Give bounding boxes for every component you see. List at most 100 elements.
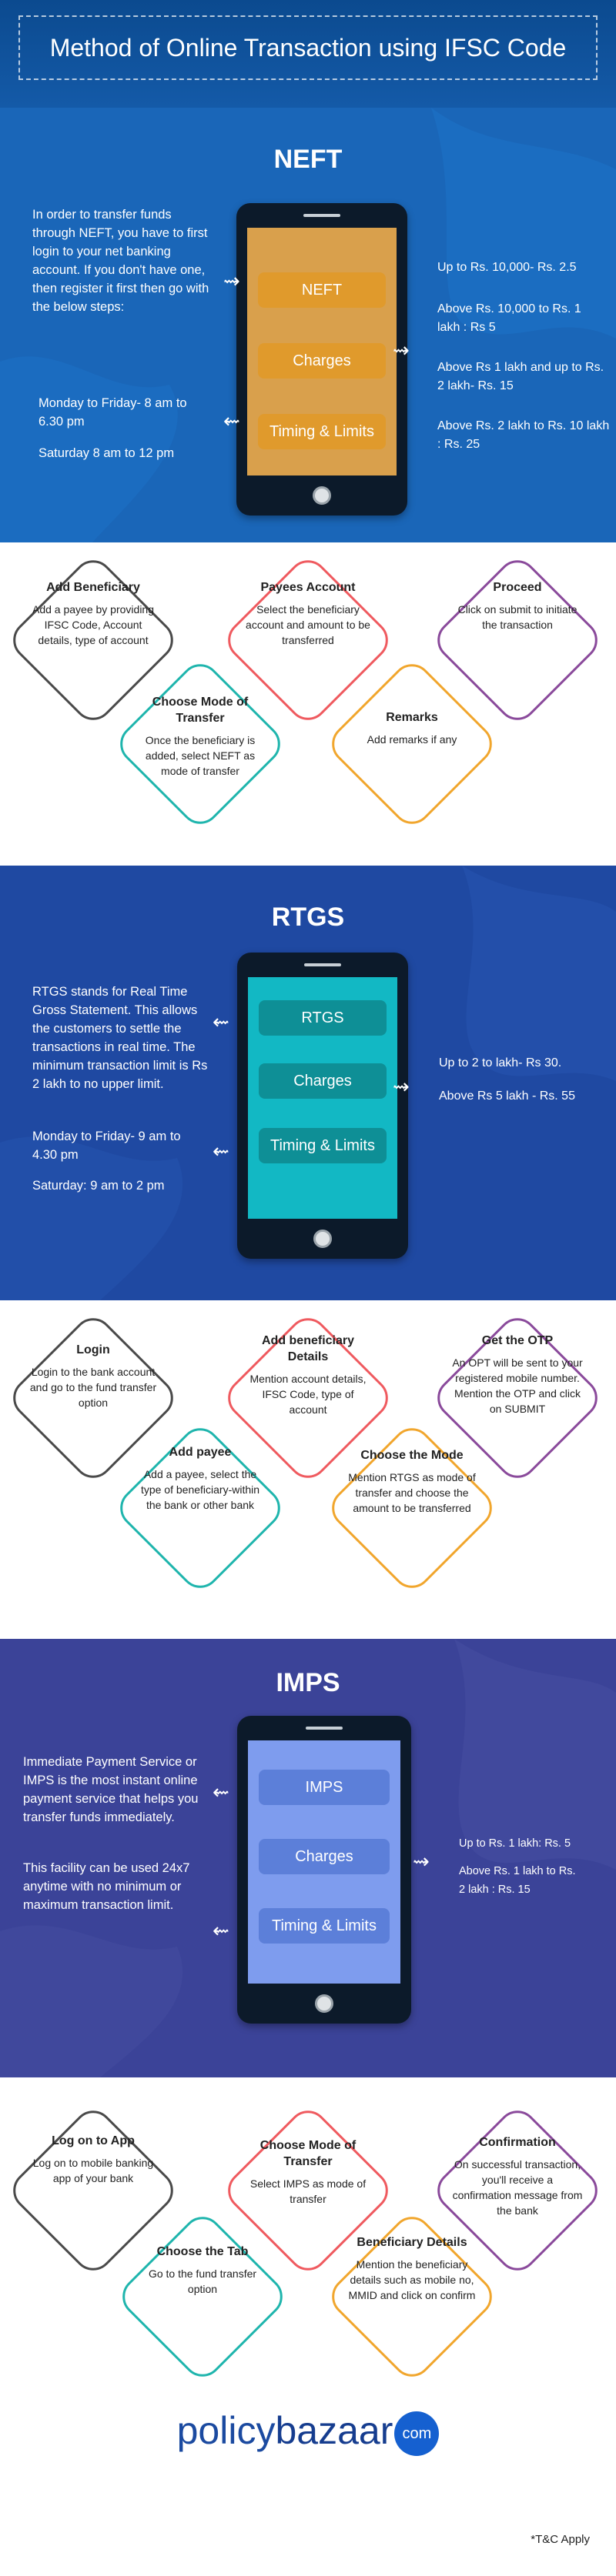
arrow-left-icon: ⇜ [213,1780,229,1804]
step-login: Login Login to the bank account and go t… [5,1310,182,1487]
step-body: Add remarks if any [367,733,457,746]
imps-background-shapes [0,1639,616,2077]
neft-title: NEFT [273,145,343,174]
rtgs-charge-1: Up to 2 to lakh- Rs 30. [439,1056,562,1069]
step-body: Select IMPS as mode of transfer [249,2177,367,2205]
neft-section: NEFT In order to transfer funds through … [0,108,616,542]
page-title: Method of Online Transaction using IFSC … [18,15,598,80]
neft-intro: In order to transfer funds through NEFT,… [32,208,209,314]
imps-section: IMPS Immediate Payment Service or IMPS i… [0,1639,616,2077]
phone-speaker [303,214,340,217]
rtgs-timing-weekday: Monday to Friday- 9 am to 4.30 pm [32,1130,181,1162]
logo-text-policy: policy [176,2409,276,2452]
rtgs-timing-button[interactable]: Timing & Limits [259,1128,387,1163]
step-choose-mode-of-transfer: Choose Mode of Transfer Select IMPS as m… [219,2102,397,2279]
step-body: Add a payee, select the type of benefici… [140,1468,260,1511]
step-body: Mention the beneficiary details such as … [348,2258,476,2301]
imps-button[interactable]: IMPS [259,1770,390,1805]
neft-charge-2: Above Rs. 10,000 to Rs. 1 lakh : Rs 5 [437,302,581,334]
logo-text-bazaar: bazaar [275,2409,393,2452]
step-body: Mention RTGS as mode of transfer and cho… [348,1471,476,1514]
rtgs-button[interactable]: RTGS [259,1000,387,1036]
step-body: An OPT will be sent to your registered m… [452,1356,583,1415]
step-get-otp: Get the OTP An OPT will be sent to your … [429,1310,606,1487]
terms-note: *T&C Apply [531,2533,590,2546]
neft-charges-button[interactable]: Charges [258,343,386,379]
neft-charge-4: Above Rs. 2 lakh to Rs. 10 lakh : Rs. 25 [437,419,610,451]
neft-screen: NEFT Charges Timing & Limits [247,228,397,475]
imps-timing-button[interactable]: Timing & Limits [259,1908,390,1944]
step-title: Choose Mode of Transfer [152,696,249,725]
header-section: Method of Online Transaction using IFSC … [0,0,616,108]
neft-charge-1: Up to Rs. 10,000- Rs. 2.5 [437,261,577,274]
rtgs-timing-saturday: Saturday: 9 am to 2 pm [32,1179,165,1193]
neft-phone: NEFT Charges Timing & Limits [236,203,407,516]
step-title: Payees Account [260,581,356,594]
logo-com-badge: com [394,2411,440,2456]
step-payees-account: Payees Account Select the beneficiary ac… [219,552,397,729]
rtgs-screen: RTGS Charges Timing & Limits [248,977,397,1219]
step-body: On successful transaction, you'll receiv… [452,2158,583,2217]
step-body: Add a payee by providing IFSC Code, Acco… [32,603,154,646]
step-title: Choose Mode of Transfer [259,2139,357,2168]
rtgs-background-shapes [0,866,616,1300]
imps-charges-button[interactable]: Charges [259,1839,390,1874]
phone-home-button [315,1994,333,2013]
step-title: Add Beneficiary [46,581,140,594]
imps-screen: IMPS Charges Timing & Limits [248,1740,400,1984]
rtgs-phone: RTGS Charges Timing & Limits [237,953,408,1259]
imps-phone: IMPS Charges Timing & Limits [237,1716,411,2024]
neft-steps-section: Add Beneficiary Add a payee by providing… [0,542,616,866]
imps-facility: This facility can be used 24x7 anytime w… [23,1861,190,1912]
arrow-right-icon: ⇝ [393,339,410,362]
arrow-right-icon: ⇝ [223,269,240,292]
step-remarks: Remarks Add remarks if any [323,656,500,833]
step-add-payee: Add payee Add a payee, select the type o… [112,1420,289,1597]
step-body: Go to the fund transfer option [148,2267,257,2295]
phone-speaker [304,963,341,966]
step-title: Remarks [386,711,438,724]
step-title: Add payee [169,1446,232,1459]
imps-charge-1: Up to Rs. 1 lakh: Rs. 5 [459,1837,571,1850]
step-title: Add beneficiary Details [261,1334,355,1363]
step-add-beneficiary: Add Beneficiary Add a payee by providing… [5,552,182,729]
step-body: Click on submit to initiate the transact… [457,603,578,631]
step-title: Login [76,1343,110,1356]
phone-home-button [313,486,331,505]
diamond-shape [429,552,606,729]
step-title: Get the OTP [481,1334,554,1347]
step-body: Select the beneficiary account and amoun… [246,603,370,646]
phone-speaker [306,1727,343,1730]
neft-timing-button[interactable]: Timing & Limits [258,414,386,449]
arrow-left-icon: ⇜ [213,1919,229,1942]
imps-charge-2: Above Rs. 1 lakh to Rs. 2 lakh : Rs. 15 [459,1865,576,1896]
step-body: Once the beneficiary is added, select NE… [145,734,256,777]
rtgs-charge-2: Above Rs 5 lakh - Rs. 55 [439,1089,575,1103]
rtgs-charges-button[interactable]: Charges [259,1063,387,1099]
step-body: Login to the bank account and go to the … [29,1366,157,1409]
neft-timing-weekday: Monday to Friday- 8 am to 6.30 pm [38,396,187,429]
step-title: Log on to App [52,2134,135,2147]
neft-timing-saturday: Saturday 8 am to 12 pm [38,446,175,460]
imps-title: IMPS [276,1668,340,1697]
step-choose-the-tab: Choose the Tab Go to the fund transfer o… [114,2208,291,2385]
arrow-right-icon: ⇝ [393,1075,410,1098]
arrow-left-icon: ⇜ [213,1010,229,1033]
step-beneficiary-details: Beneficiary Details Mention the benefici… [323,2208,500,2385]
arrow-right-icon: ⇝ [413,1850,430,1873]
step-body: Log on to mobile banking app of your ban… [32,2157,154,2184]
rtgs-section: RTGS RTGS stands for Real Time Gross Sta… [0,866,616,1300]
rtgs-title: RTGS [271,903,345,932]
arrow-left-icon: ⇜ [213,1140,229,1163]
step-choose-mode: Choose Mode of Transfer Once the benefic… [112,656,289,833]
step-title: Choose the Tab [156,2245,249,2258]
imps-intro: Immediate Payment Service or IMPS is the… [23,1755,199,1824]
step-body: Mention account details, IFSC Code, type… [249,1373,367,1416]
rtgs-intro: RTGS stands for Real Time Gross Statemen… [32,985,208,1091]
step-log-on-to-app: Log on to App Log on to mobile banking a… [5,2102,182,2279]
neft-button[interactable]: NEFT [258,272,386,308]
step-proceed: Proceed Click on submit to initiate the … [429,552,606,729]
step-title: Beneficiary Details [357,2236,467,2249]
rtgs-steps-section: Login Login to the bank account and go t… [0,1300,616,1639]
